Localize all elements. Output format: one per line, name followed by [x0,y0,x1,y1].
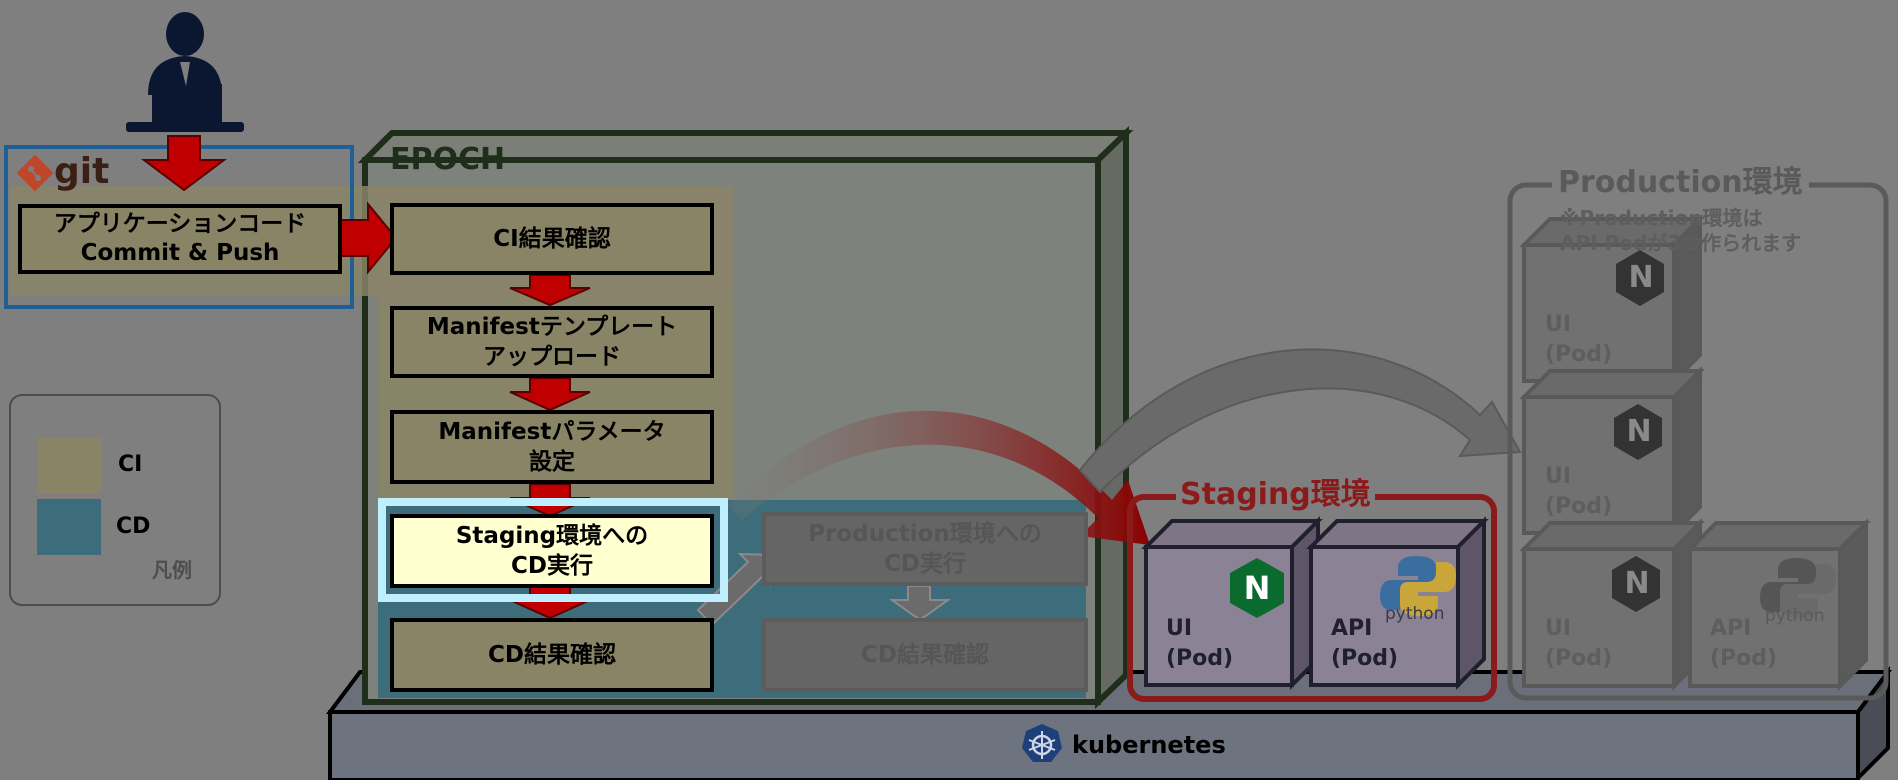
staging-cd-highlight [378,498,728,602]
legend-cd-label: CD [116,514,151,539]
legend-cd-swatch [37,499,101,555]
manifest-upload-step: Manifestテンプレート アップロード [390,306,714,378]
git-icon [16,154,54,192]
production-pods [1519,214,1871,691]
production-cd-result-label: CD結果確認 [861,642,989,668]
python-icon [1760,558,1836,618]
production-cd-label: Production環境への CD実行 [808,521,1042,577]
nginx-icon [1230,558,1284,618]
manifest-upload-label: Manifestテンプレート アップロード [426,314,678,370]
production-api-pod-label: API (Pod) [1710,616,1778,671]
production-note: ※Production環境は API Podが3つ作られます [1560,206,1802,255]
staging-api-pod-label: API (Pod) [1331,616,1399,671]
legend-ci-swatch [37,438,101,494]
kubernetes-label: kubernetes [1072,731,1226,759]
commit-push-step: アプリケーションコード Commit & Push [18,204,342,274]
production-nginx-letter: N [1626,414,1652,449]
commit-push-label: アプリケーションコード Commit & Push [53,211,307,266]
production-ui-pod-label: UI (Pod) [1545,464,1613,519]
staging-python-text: python [1385,604,1445,624]
user-laptop-icon [126,12,244,132]
staging-arc-arrow [728,410,1150,545]
production-cd-result-step: CD結果確認 [762,618,1088,692]
production-python-text: python [1765,606,1825,626]
python-icon [1380,556,1456,616]
cd-result-label: CD結果確認 [488,642,616,668]
legend-ci-label: CI [118,452,143,477]
production-ui-pod-label: UI (Pod) [1545,616,1613,671]
kubernetes-icon [1022,724,1062,762]
staging-title: Staging環境 [1176,477,1375,513]
production-cd-step: Production環境への CD実行 [762,512,1088,586]
staging-nginx-letter: N [1243,569,1271,607]
staging-ui-pod-label: UI (Pod) [1166,616,1234,671]
cd-result-step: CD結果確認 [390,618,714,692]
manifest-param-label: Manifestパラメータ 設定 [438,419,666,475]
epoch-label: EPOCH [390,142,506,177]
production-arc-arrow [1078,348,1522,494]
staging-cd-label: Staging環境への CD実行 [455,523,649,579]
ci-result-step: CI結果確認 [390,203,714,275]
nginx-icon [1612,250,1664,612]
staging-cd-step: Staging環境への CD実行 [390,514,714,588]
legend-title: 凡例 [152,558,192,582]
production-ui-pod-label: UI (Pod) [1545,312,1613,367]
production-nginx-letter: N [1624,566,1650,601]
production-title: Production環境 [1552,165,1809,201]
git-label: git [54,151,110,192]
ci-result-label: CI結果確認 [493,226,611,252]
manifest-param-step: Manifestパラメータ 設定 [390,410,714,484]
production-nginx-letter: N [1628,260,1654,295]
